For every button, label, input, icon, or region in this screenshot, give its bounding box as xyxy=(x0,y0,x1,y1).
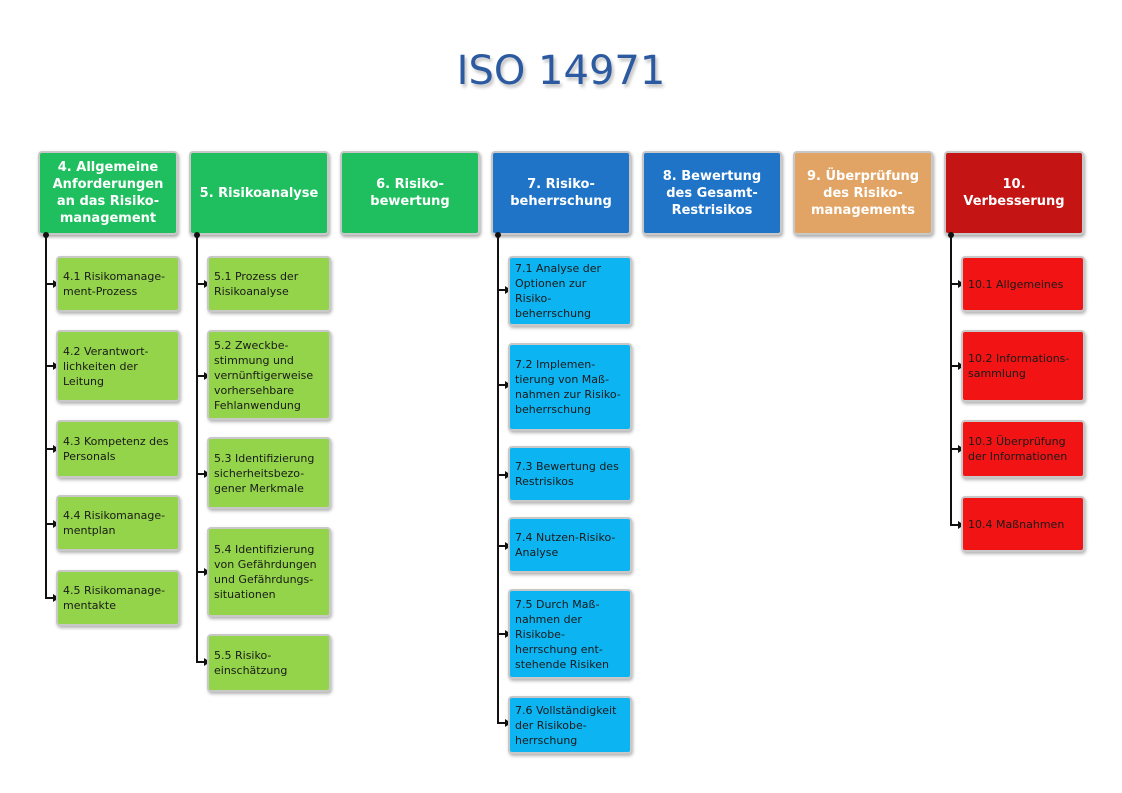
connector-branch xyxy=(497,545,509,547)
item-10-1: 10.1 Allgemeines xyxy=(961,256,1085,312)
connector-branch xyxy=(196,283,208,285)
item-4-4: 4.4 Risikomanage-mentplan xyxy=(56,495,180,551)
connector-branch xyxy=(950,524,962,526)
connector-branch xyxy=(950,365,962,367)
connector-line-col7 xyxy=(497,235,499,723)
item-7-2: 7.2 Implemen-tierung von Maß-nahmen zur … xyxy=(508,343,632,431)
item-7-6: 7.6 Vollständigkeit der Risikobe-herrsch… xyxy=(508,696,632,754)
connector-branch xyxy=(45,283,57,285)
diagram-title: ISO 14971 xyxy=(456,48,666,94)
connector-branch xyxy=(950,283,962,285)
connector-branch xyxy=(45,597,57,599)
connector-branch xyxy=(196,375,208,377)
connector-branch xyxy=(950,448,962,450)
heading-7-risikobeherrschung: 7. Risiko-beherrschung xyxy=(491,151,631,235)
heading-9-ueberpruefung: 9. Überprüfung des Risiko-managements xyxy=(793,151,933,235)
heading-8-gesamt-restrisiko: 8. Bewertung des Gesamt-Restrisikos xyxy=(642,151,782,235)
connector-branch xyxy=(497,633,509,635)
item-5-3: 5.3 Identifizierung sicherheitsbezo-gene… xyxy=(207,437,331,509)
item-4-2: 4.2 Verantwort-lichkeiten der Leitung xyxy=(56,330,180,402)
heading-10-verbesserung: 10. Verbesserung xyxy=(944,151,1084,235)
item-10-2: 10.2 Informations-sammlung xyxy=(961,330,1085,402)
connector-branch xyxy=(45,365,57,367)
item-4-5: 4.5 Risikomanage-mentakte xyxy=(56,570,180,626)
item-5-5: 5.5 Risiko-einschätzung xyxy=(207,634,331,692)
heading-6-risikobewertung: 6. Risiko-bewertung xyxy=(340,151,480,235)
item-10-4: 10.4 Maßnahmen xyxy=(961,496,1085,552)
connector-branch xyxy=(497,289,509,291)
connector-branch xyxy=(45,523,57,525)
connector-branch xyxy=(497,722,509,724)
connector-line-col5 xyxy=(196,235,198,662)
item-7-3: 7.3 Bewertung des Restrisikos xyxy=(508,446,632,502)
item-7-4: 7.4 Nutzen-Risiko-Analyse xyxy=(508,517,632,573)
connector-branch xyxy=(196,473,208,475)
item-7-5: 7.5 Durch Maß-nahmen der Risikobe-herrsc… xyxy=(508,589,632,679)
connector-line-col10 xyxy=(950,235,952,525)
connector-line-col4 xyxy=(45,235,47,599)
connector-branch xyxy=(196,571,208,573)
item-5-2: 5.2 Zweckbe-stimmung und vernünftigerwei… xyxy=(207,330,331,420)
heading-5-risikoanalyse: 5. Risikoanalyse xyxy=(189,151,329,235)
item-10-3: 10.3 Überprüfung der Informationen xyxy=(961,420,1085,478)
item-4-3: 4.3 Kompetenz des Personals xyxy=(56,420,180,478)
item-5-1: 5.1 Prozess der Risikoanalyse xyxy=(207,256,331,312)
connector-branch xyxy=(196,661,208,663)
item-7-1: 7.1 Analyse der Optionen zur Risiko-behe… xyxy=(508,256,632,326)
item-5-4: 5.4 Identifizierung von Gefährdungen und… xyxy=(207,527,331,617)
connector-branch xyxy=(497,474,509,476)
connector-branch xyxy=(497,384,509,386)
connector-branch xyxy=(45,448,57,450)
item-4-1: 4.1 Risikomanage-ment-Prozess xyxy=(56,256,180,312)
heading-4-allgemeine-anforderungen: 4. Allgemeine Anforderungen an das Risik… xyxy=(38,151,178,235)
